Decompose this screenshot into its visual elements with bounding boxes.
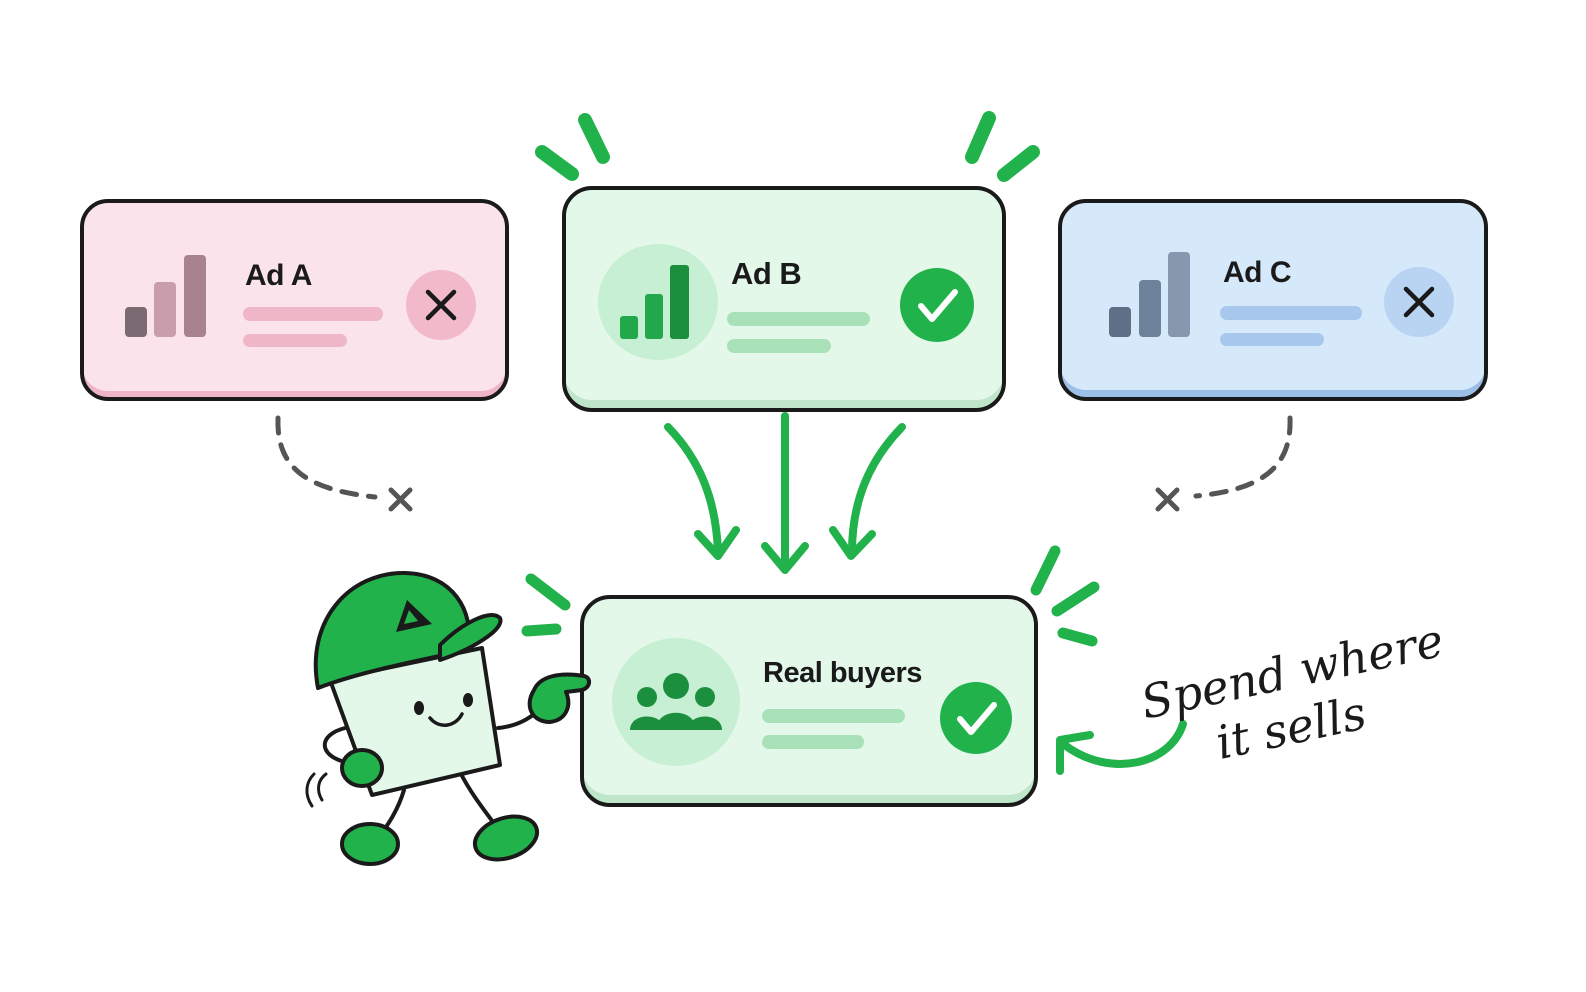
dead-end-x-icon: [388, 487, 413, 512]
sparkle-lines-ad-b: [535, 111, 1040, 182]
card-ad-b-line-2: [727, 339, 831, 353]
card-ad-a-line-1: [243, 307, 383, 321]
mascot-foot-left: [340, 822, 400, 866]
mascot-smile: [428, 712, 464, 727]
arrows-ad-b-to-buyers: [664, 412, 906, 574]
dashed-path-ad-c: [1155, 415, 1293, 512]
card-ad-a-body: [82, 201, 507, 391]
card-real-buyers-title: Real buyers: [763, 657, 922, 689]
check-icon: [900, 268, 974, 342]
mascot: [305, 570, 591, 866]
mascot-hand-pointing: [527, 672, 591, 724]
card-ad-b: Ad B: [562, 186, 1006, 412]
close-icon: [406, 270, 476, 340]
annotation-text: Spend where it sells: [1136, 613, 1448, 770]
mascot-hand-left: [340, 748, 384, 788]
card-ad-b-line-1: [727, 312, 870, 326]
mascot-motion-lines: [305, 772, 328, 808]
annotation-arrow: [1056, 720, 1187, 775]
mascot-arm-left: [322, 726, 347, 764]
card-ad-c-line-2: [1220, 333, 1324, 346]
check-icon: [940, 682, 1012, 754]
sparkle-lines-buyers: [521, 545, 1100, 647]
mascot-eye-right: [463, 693, 473, 707]
bar-chart-icon: [125, 255, 206, 337]
close-icon: [1384, 267, 1454, 337]
mascot-cap: [313, 570, 472, 690]
bar-chart-icon: [1109, 252, 1190, 337]
bar-chart-icon: [620, 265, 689, 339]
mascot-leg-right: [458, 770, 498, 828]
card-real-buyers-line-2: [762, 735, 864, 749]
card-real-buyers-line-1: [762, 709, 905, 723]
card-ad-c-title: Ad C: [1223, 256, 1291, 289]
people-icon: [630, 673, 722, 730]
card-real-buyers: Real buyers: [580, 595, 1038, 807]
mascot-cap-logo-icon: [396, 600, 432, 632]
card-ad-c-line-1: [1220, 306, 1362, 320]
dashed-path-ad-a: [275, 415, 413, 512]
mascot-eye-left: [414, 701, 424, 715]
mascot-cap-brim: [438, 613, 503, 662]
dead-end-x-icon: [1155, 487, 1180, 512]
mascot-foot-right: [472, 814, 540, 862]
card-ad-b-title: Ad B: [731, 256, 801, 291]
card-ad-a: Ad A: [80, 199, 509, 401]
card-ad-a-title: Ad A: [245, 259, 312, 292]
card-ad-c: Ad C: [1058, 199, 1488, 401]
card-ad-a-line-2: [243, 334, 347, 347]
card-ad-c-body: [1060, 201, 1486, 390]
